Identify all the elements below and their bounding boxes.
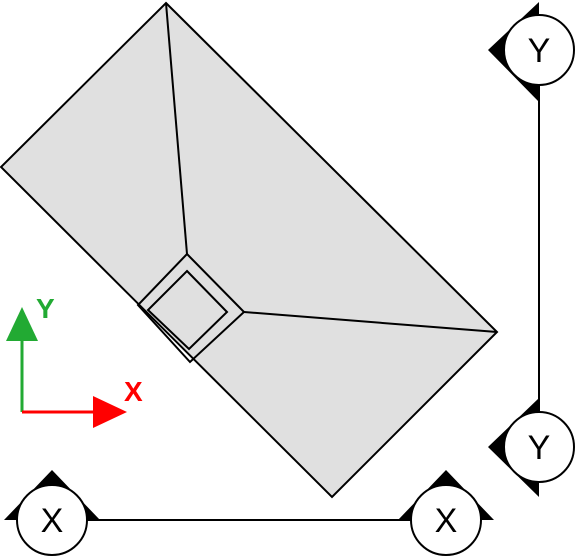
x-axis-label: X: [124, 376, 143, 407]
axes-indicator: Y X: [6, 293, 143, 428]
hip-line-right: [243, 311, 498, 333]
grid-bubble-x-left-label: X: [41, 502, 64, 540]
roof-outline: [0, 1, 499, 499]
opening-outer: [136, 252, 246, 364]
y-axis-label: Y: [36, 293, 55, 324]
hip-line-top: [165, 2, 188, 255]
grid-bubble-x-right-label: X: [435, 502, 458, 540]
grid-bubble-x-right: X: [398, 470, 494, 556]
grid-bubble-y-top: Y: [488, 2, 575, 102]
x-axis-arrowhead: [93, 396, 127, 428]
grid-bubble-y-bottom-label: Y: [528, 429, 551, 467]
grid-bubble-y-top-label: Y: [528, 32, 551, 70]
opening-inner: [146, 269, 229, 351]
grid-bubble-y-bottom: Y: [488, 398, 575, 497]
grid-bubble-x-left: X: [4, 470, 100, 556]
y-axis-arrowhead: [6, 307, 38, 341]
